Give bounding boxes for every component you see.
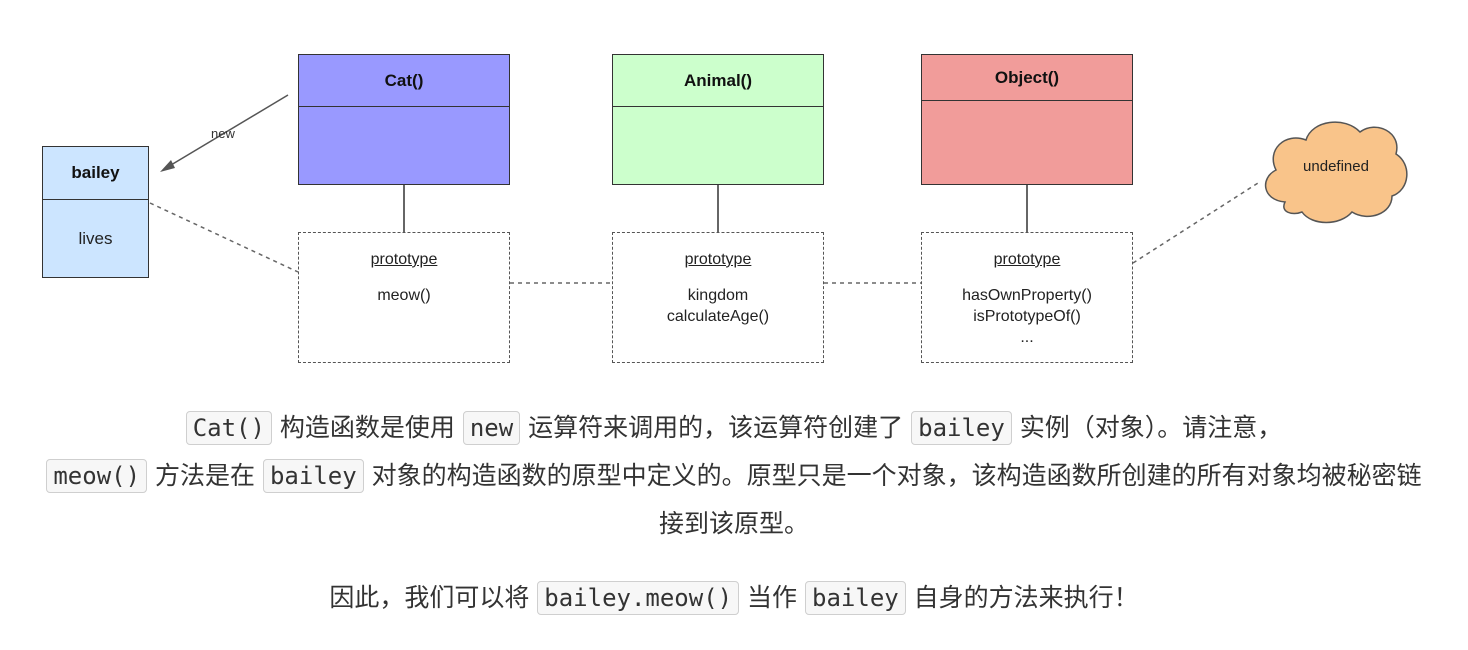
cat-constructor-box: Cat() (298, 54, 510, 185)
connector-lines (149, 94, 1408, 284)
bailey-property: lives (78, 228, 113, 248)
object-prototype-member: hasOwnProperty() (962, 287, 1092, 304)
animal-title: Animal() (613, 55, 823, 107)
paragraph-text: 构造函数是使用 (271, 413, 463, 442)
undefined-cloud (1265, 121, 1408, 224)
explanation-paragraph: Cat() 构造函数是使用 new 运算符来调用的，该运算符创建了 bailey… (40, 404, 1428, 548)
new-arrow-head (160, 160, 175, 172)
object-title: Object() (922, 55, 1132, 101)
object-constructor-box: Object() (921, 54, 1133, 185)
object-prototype-ellipsis: ... (1020, 329, 1034, 346)
inline-code: Cat() (185, 411, 272, 445)
paragraph-text: 自身的方法来执行！ (905, 583, 1139, 612)
animal-prototype-member: calculateAge() (666, 308, 770, 325)
animal-constructor-box: Animal() (612, 54, 824, 185)
paragraph-text: 实例（对象）。请注意， (1011, 413, 1283, 442)
cat-title: Cat() (299, 55, 509, 107)
inline-code: bailey.meow() (537, 581, 740, 615)
undefined-label: undefined (1303, 158, 1369, 175)
prototype-chain-diagram: bailey lives Cat() Animal() Object() pro… (42, 54, 1408, 363)
inline-code: bailey (911, 411, 1012, 445)
inline-code: meow() (46, 459, 148, 493)
cat-prototype-method: meow() (377, 287, 431, 304)
conclusion-paragraph: 因此，我们可以将 bailey.meow() 当作 bailey 自身的方法来执… (40, 574, 1428, 622)
paragraph-text: 运算符来调用的，该运算符创建了 (520, 413, 912, 442)
animal-prototype-member: kingdom (687, 287, 749, 304)
cat-prototype-box: prototype meow() (298, 232, 510, 363)
paragraph-text: 对象的构造函数的原型中定义的。原型只是一个对象，该构造函数所创建的所有对象均被秘… (363, 461, 1422, 538)
new-arrow-line (165, 94, 289, 169)
animal-prototype-box: prototype kingdom calculateAge() (612, 232, 824, 363)
paragraph-text: 当作 (739, 583, 806, 612)
inline-code: new (462, 411, 521, 445)
inline-code: bailey (805, 581, 906, 615)
bailey-title: bailey (43, 147, 148, 200)
object-undefined-link (1132, 182, 1259, 264)
cat-prototype-title: prototype (370, 251, 438, 268)
inline-code: bailey (262, 459, 364, 493)
object-prototype-box: prototype hasOwnProperty() isPrototypeOf… (921, 232, 1133, 363)
object-prototype-member: isPrototypeOf() (973, 308, 1081, 325)
bailey-object-box: bailey lives (42, 146, 149, 278)
paragraph-text: 因此，我们可以将 (329, 583, 538, 612)
bailey-proto-link (149, 202, 299, 273)
animal-prototype-title: prototype (684, 251, 752, 268)
object-prototype-title: prototype (993, 251, 1061, 268)
new-label: new (211, 126, 235, 141)
paragraph-text: 方法是在 (147, 461, 263, 490)
